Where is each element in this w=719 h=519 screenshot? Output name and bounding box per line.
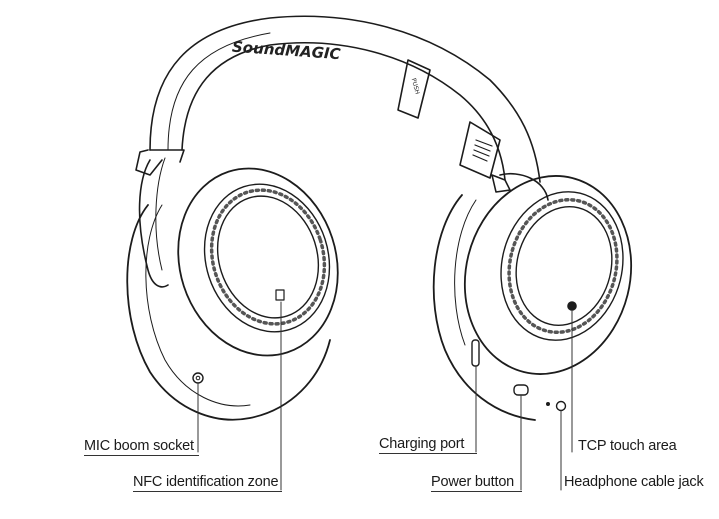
power-label-underline <box>431 491 522 492</box>
mic-boom-socket-label: MIC boom socket <box>84 438 194 454</box>
charging-port-label: Charging port <box>379 436 465 452</box>
headband <box>135 15 541 193</box>
slider-grip-marks <box>472 139 493 162</box>
nfc-label-underline <box>133 491 282 492</box>
touch-dot-icon <box>567 301 577 311</box>
cable-jack-icon <box>555 400 567 412</box>
nfc-zone-label: NFC identification zone <box>133 474 279 490</box>
mic-socket-icon <box>192 372 204 384</box>
nfc-icon <box>275 289 285 301</box>
power-button-icon <box>513 384 529 396</box>
slider-label: PUSH <box>410 77 421 95</box>
tcp-touch-area-label: TCP touch area <box>578 438 677 454</box>
mic-label-underline <box>84 455 199 456</box>
power-button-label: Power button <box>431 474 515 490</box>
charging-label-underline <box>379 453 477 454</box>
right-earcup <box>432 173 633 421</box>
brand-logo: SoundMAGIC <box>231 38 341 64</box>
headphone-cable-jack-label: Headphone cable jack <box>564 474 704 490</box>
usb-port-icon <box>471 339 480 367</box>
leader-lines <box>197 301 573 491</box>
left-earcup <box>126 157 339 421</box>
